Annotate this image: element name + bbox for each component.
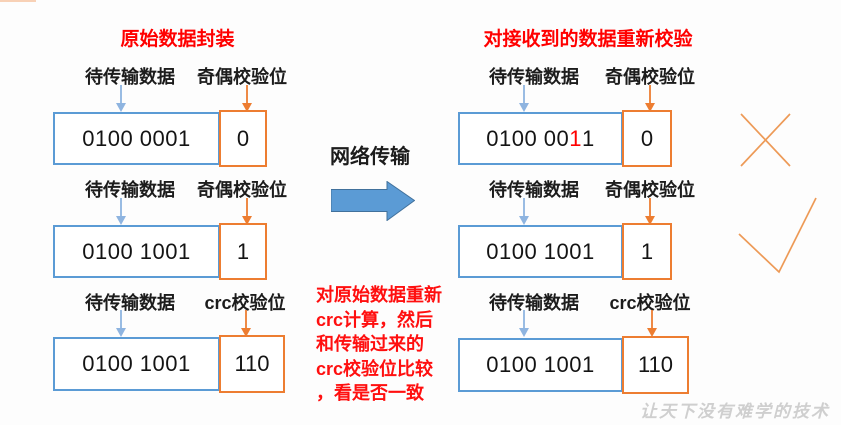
check-label: 奇偶校验位 — [605, 180, 695, 200]
down-arrow-icon — [645, 85, 655, 112]
data-label: 待传输数据 — [489, 67, 579, 87]
check-value-box: 110 — [622, 336, 689, 394]
crc-recompute-note: 对原始数据重新 crc计算，然后 和传输过来的 crc校验位比较 ，看是否一致 — [316, 285, 442, 403]
left-panel-title: 原始数据封装 — [120, 29, 235, 50]
down-arrow-icon — [116, 198, 126, 225]
screen-edge-artifact — [0, 0, 36, 2]
check-value-box: 1 — [219, 223, 267, 280]
cross-mark-icon — [740, 113, 791, 167]
down-arrow-icon — [242, 85, 252, 112]
data-label: 待传输数据 — [489, 293, 579, 313]
data-label: 待传输数据 — [85, 180, 175, 200]
network-transfer-arrow-icon — [331, 181, 415, 221]
data-value-box: 0100 1001 — [458, 338, 623, 392]
down-arrow-icon — [519, 85, 529, 112]
check-mark-icon — [738, 197, 817, 274]
check-label: 奇偶校验位 — [605, 67, 695, 87]
data-value-box: 0100 1001 — [458, 225, 623, 278]
down-arrow-icon — [519, 310, 529, 337]
data-value-box: 0100 1001 — [53, 337, 220, 391]
right-panel-title: 对接收到的数据重新校验 — [483, 29, 693, 50]
check-label: 奇偶校验位 — [197, 180, 287, 200]
check-value-box: 0 — [622, 110, 672, 167]
check-label: crc校验位 — [609, 293, 691, 313]
data-label: 待传输数据 — [85, 67, 175, 87]
data-label: 待传输数据 — [489, 180, 579, 200]
down-arrow-icon — [645, 198, 655, 225]
watermark-text: 让天下没有难学的技术 — [640, 402, 830, 421]
down-arrow-icon — [519, 198, 529, 225]
down-arrow-icon — [647, 310, 657, 337]
check-label: 奇偶校验位 — [197, 67, 287, 87]
data-bits: 1 — [582, 125, 595, 151]
check-value-box: 0 — [219, 110, 267, 167]
down-arrow-icon — [116, 310, 126, 337]
down-arrow-icon — [241, 310, 251, 337]
data-value-box: 0100 0001 — [53, 112, 220, 165]
data-label: 待传输数据 — [85, 293, 175, 313]
error-bit: 1 — [569, 125, 583, 151]
check-label: crc校验位 — [204, 293, 286, 313]
check-value-box: 110 — [219, 335, 285, 393]
network-transfer-label: 网络传输 — [330, 146, 410, 168]
data-value-box: 0100 1001 — [53, 225, 220, 278]
down-arrow-icon — [116, 85, 126, 112]
down-arrow-icon — [242, 198, 252, 225]
check-value-box: 1 — [622, 223, 672, 280]
data-bits: 0100 00 — [486, 125, 570, 151]
